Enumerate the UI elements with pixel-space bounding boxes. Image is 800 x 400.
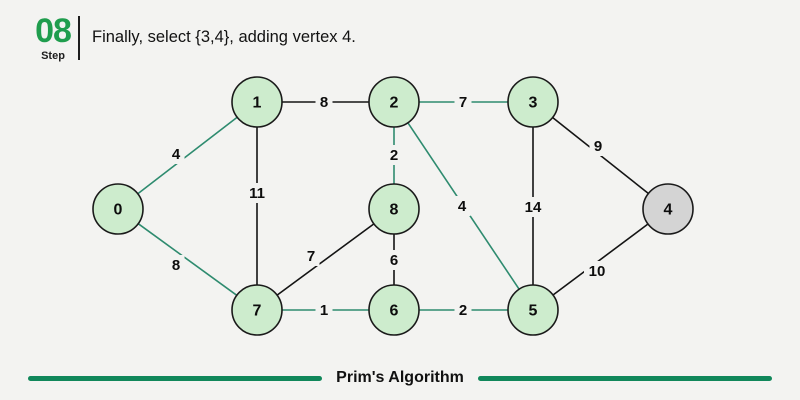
graph-edge-4-5 <box>552 223 649 296</box>
edge-weight-0-7: 8 <box>172 257 180 274</box>
edge-weight-backdrop <box>520 197 546 217</box>
footer-title: Prim's Algorithm <box>336 369 464 386</box>
footer: Prim's Algorithm <box>0 356 800 400</box>
footer-rule-right <box>477 375 773 381</box>
node-label-7: 7 <box>253 303 262 320</box>
edge-weight-backdrop <box>315 300 333 320</box>
step-badge: 08 Step <box>24 14 82 63</box>
node-circle-8[interactable] <box>368 183 420 235</box>
edge-weight-5-6: 2 <box>459 302 467 319</box>
graph-svg: 4 8 8 11 7 2 4 9 14 10 2 1 6 7 0 1 2 3 4 5 6 7 8 <box>92 76 694 336</box>
edge-weight-backdrop <box>302 246 320 266</box>
edge-weight-3-4: 9 <box>594 138 602 155</box>
graph-node-7[interactable]: 7 <box>231 284 283 336</box>
graph-node-3[interactable]: 3 <box>507 76 559 128</box>
graph-node-1[interactable]: 1 <box>231 76 283 128</box>
node-circle-4[interactable] <box>642 183 694 235</box>
edge-weight-4-5: 10 <box>589 263 606 280</box>
footer-rule-left <box>28 375 323 381</box>
edge-weight-3-5: 14 <box>525 199 542 216</box>
node-circle-3[interactable] <box>507 76 559 128</box>
edge-weight-7-8: 7 <box>307 248 315 265</box>
edge-weight-1-2: 8 <box>320 94 328 111</box>
edge-weight-backdrop <box>244 183 270 203</box>
node-label-0: 0 <box>114 202 123 219</box>
edge-weight-6-8: 6 <box>390 252 398 269</box>
edge-weight-0-1: 4 <box>172 146 181 163</box>
graph-node-6[interactable]: 6 <box>368 284 420 336</box>
edge-weight-backdrop <box>315 92 333 112</box>
node-label-2: 2 <box>390 95 399 112</box>
edge-weight-backdrop <box>584 261 610 281</box>
header-divider <box>78 16 80 60</box>
edge-weight-backdrop <box>454 300 472 320</box>
node-layer: 0 1 2 3 4 5 6 7 8 <box>92 76 694 336</box>
graph-canvas: 4 8 8 11 7 2 4 9 14 10 2 1 6 7 0 1 2 3 4 5 6 7 8 <box>0 60 800 352</box>
node-label-1: 1 <box>253 95 262 112</box>
node-label-3: 3 <box>529 95 538 112</box>
graph-node-8[interactable]: 8 <box>368 183 420 235</box>
edge-weight-6-7: 1 <box>320 302 328 319</box>
edge-weight-backdrop <box>454 92 472 112</box>
graph-edge-0-7 <box>137 223 238 296</box>
node-label-5: 5 <box>529 303 538 320</box>
graph-node-0[interactable]: 0 <box>92 183 144 235</box>
node-circle-1[interactable] <box>231 76 283 128</box>
node-label-6: 6 <box>390 303 399 320</box>
edge-weight-2-5: 4 <box>458 198 467 215</box>
graph-edge-7-8 <box>276 223 375 296</box>
step-caption-label: Step <box>41 50 65 62</box>
node-circle-5[interactable] <box>507 284 559 336</box>
edge-weight-2-8: 2 <box>390 147 398 164</box>
step-header: 08 Step Finally, select {3,4}, adding ve… <box>0 0 800 72</box>
node-label-8: 8 <box>390 202 399 219</box>
node-circle-7[interactable] <box>231 284 283 336</box>
graph-node-4[interactable]: 4 <box>642 183 694 235</box>
graph-node-5[interactable]: 5 <box>507 284 559 336</box>
edge-weight-1-7: 11 <box>249 185 265 202</box>
node-circle-2[interactable] <box>368 76 420 128</box>
edge-weight-backdrop <box>385 145 403 165</box>
edge-weight-backdrop <box>589 136 607 156</box>
node-circle-0[interactable] <box>92 183 144 235</box>
edge-weight-backdrop <box>167 144 185 164</box>
graph-edge-0-1 <box>137 116 238 195</box>
step-number: 08 <box>35 12 72 50</box>
node-label-4: 4 <box>664 202 673 219</box>
edge-weight-backdrop <box>385 250 403 270</box>
edge-label-layer: 4 8 8 11 7 2 4 9 14 10 2 1 6 7 <box>167 92 610 320</box>
node-circle-6[interactable] <box>368 284 420 336</box>
step-instruction-text: Finally, select {3,4}, adding vertex 4. <box>92 28 356 46</box>
edge-weight-2-3: 7 <box>459 94 467 111</box>
edge-weight-backdrop <box>453 196 471 216</box>
edge-weight-backdrop <box>167 255 185 275</box>
graph-node-2[interactable]: 2 <box>368 76 420 128</box>
